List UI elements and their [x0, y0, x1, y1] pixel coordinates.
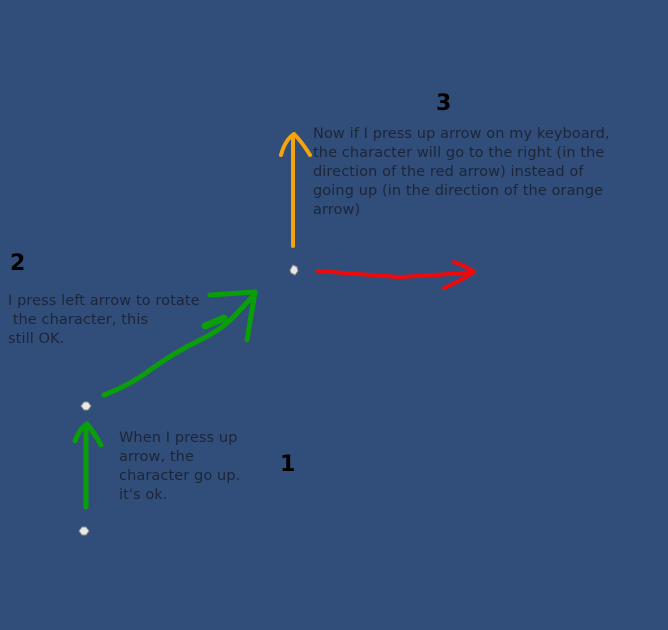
step-1-description: When I press up arrow, the character go … [119, 430, 241, 503]
orange-up-arrow-icon [279, 132, 312, 248]
red-right-arrow-icon [316, 260, 476, 290]
green-diagonal-arrow-icon [101, 289, 258, 398]
character-icon [80, 401, 92, 411]
character-icon [289, 264, 299, 276]
step-number-3: 3 [436, 91, 452, 116]
green-up-arrow-icon [72, 421, 104, 510]
step-3-description: Now if I press up arrow on my keyboard, … [313, 126, 610, 218]
character-icon [78, 526, 90, 536]
step-2-description: I press left arrow to rotate the charact… [8, 293, 200, 347]
step-number-1: 1 [280, 452, 296, 477]
step-number-2: 2 [10, 251, 26, 276]
